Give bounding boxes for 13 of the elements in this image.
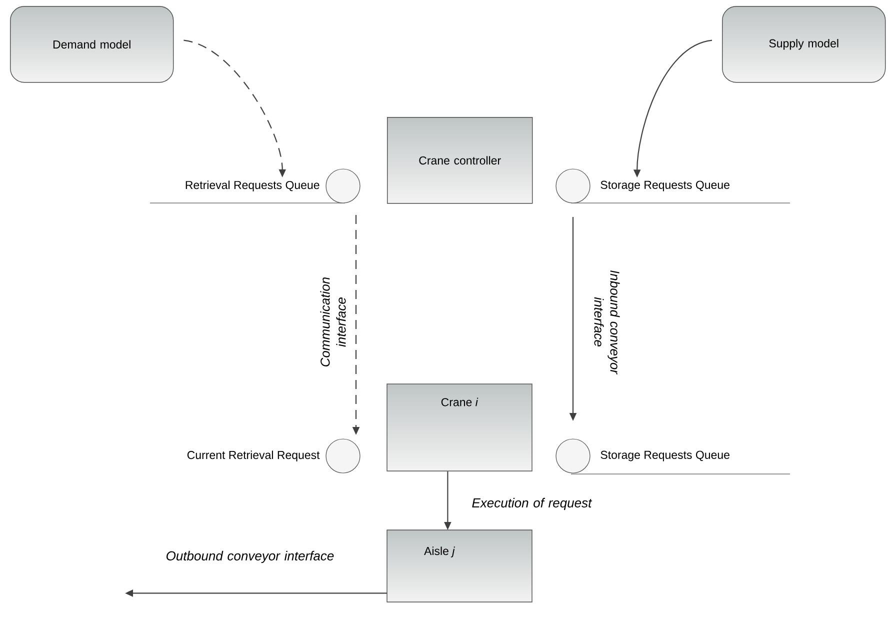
- edge-label: Execution of request: [472, 498, 592, 510]
- process-box: Aisle j: [386, 530, 532, 602]
- queue-label: Storage Requests Queue: [600, 450, 730, 462]
- edge-label: Inbound conveyor interface: [594, 270, 620, 374]
- process-box: Crane controller: [387, 117, 533, 204]
- queue-label: Retrieval Requests Queue: [186, 180, 320, 192]
- process-box: Crane i: [386, 384, 532, 472]
- edge-label: Communication interface: [320, 277, 346, 366]
- model-box: Demand model: [10, 6, 174, 83]
- model-box: Supply model: [722, 6, 886, 83]
- edge-label: Outbound conveyor interface: [166, 550, 334, 564]
- queue-label: Storage Requests Queue: [600, 180, 730, 192]
- queue-label: Current Retrieval Request: [187, 450, 320, 462]
